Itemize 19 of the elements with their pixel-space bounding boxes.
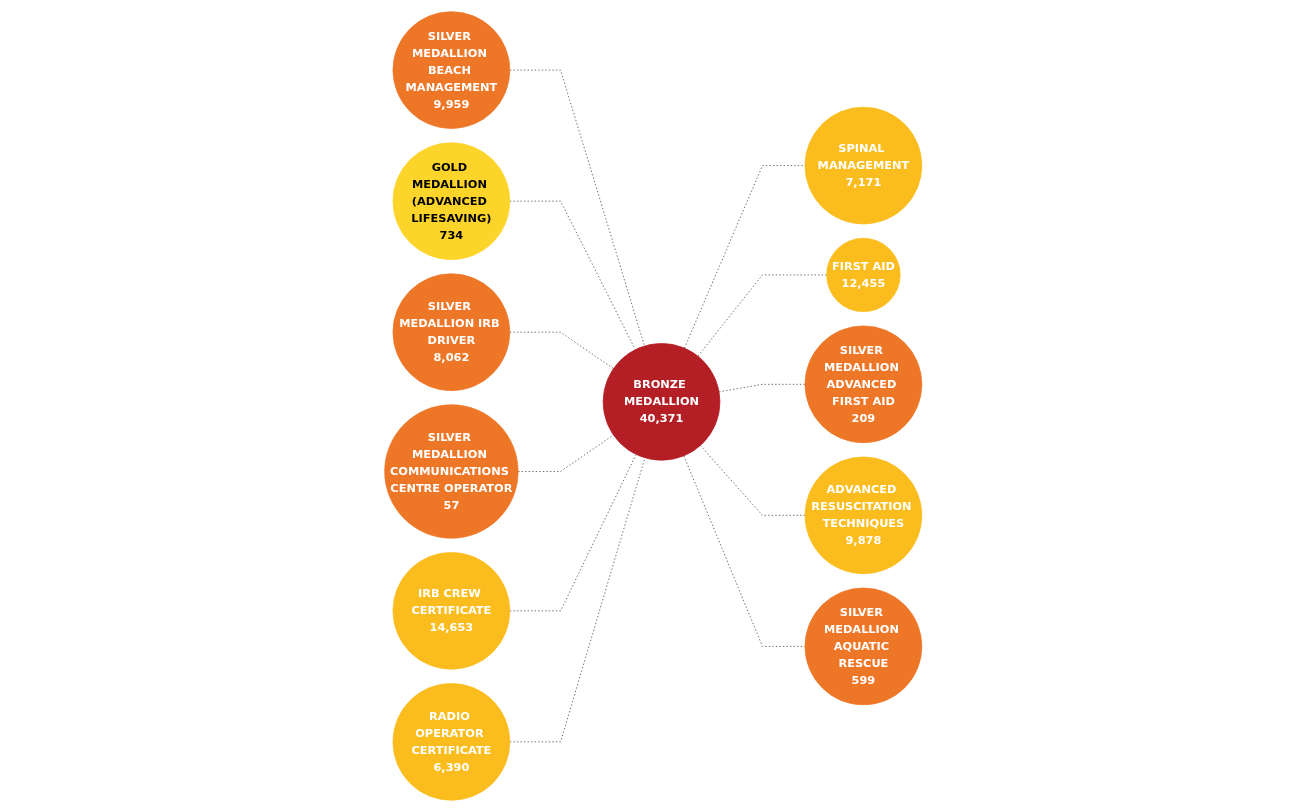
node-circle: IRB CREW CERTIFICATE 14,653: [392, 551, 510, 670]
node-circle: GOLD MEDALLION (ADVANCED LIFESAVING) 734: [392, 141, 510, 260]
node-circle: SILVER MEDALLION IRB DRIVER 8,062: [392, 272, 510, 391]
node-circle: SILVER MEDALLION BEACH MANAGEMENT 9,959: [392, 10, 510, 129]
node-circle: ADVANCED RESUSCITATION TECHNIQUES 9,878: [804, 456, 922, 574]
node-circle: FIRST AID 12,455: [826, 237, 901, 312]
connector: [697, 274, 827, 356]
node-circle: SILVER MEDALLION ADVANCED FIRST AID 209: [804, 325, 922, 443]
connector: [509, 457, 645, 742]
node-circle: RADIO OPERATOR CERTIFICATE 6,390: [392, 682, 510, 801]
node-circle: SILVER MEDALLION AQUATIC RESCUE 599: [804, 587, 922, 705]
connector: [509, 69, 645, 346]
connector: [517, 434, 614, 472]
node-circle: SILVER MEDALLION COMMUNICATIONS CENTRE OPERATOR 57: [384, 403, 519, 539]
connector: [509, 453, 637, 611]
connector: [509, 200, 636, 350]
node-circle: SPINAL MANAGEMENT 7,171: [804, 106, 922, 224]
node-circle: BRONZE MEDALLION 40,371: [602, 342, 721, 461]
connector: [683, 455, 806, 647]
